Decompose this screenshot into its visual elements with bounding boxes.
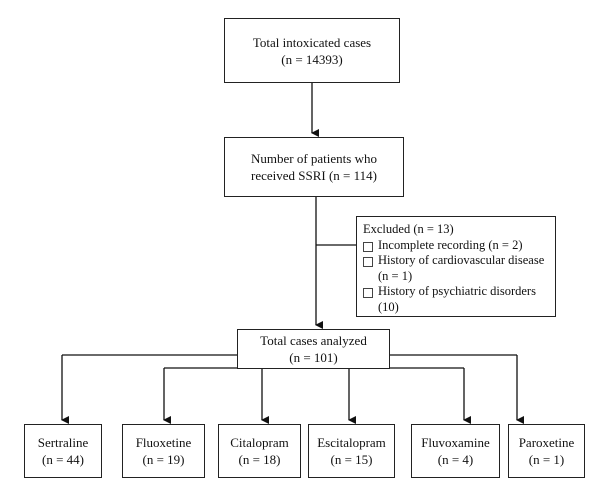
drug-box-sertraline: Sertraline (n = 44) bbox=[24, 424, 102, 478]
total-cases-count: (n = 14393) bbox=[281, 51, 343, 67]
drug-name: Paroxetine bbox=[518, 435, 575, 450]
drug-name: Fluvoxamine bbox=[421, 435, 490, 450]
excluded-item-detail: (n = 1) bbox=[378, 268, 413, 283]
drug-count: (n = 44) bbox=[42, 452, 84, 467]
drug-name: Sertraline bbox=[37, 435, 89, 450]
excluded-item: History of cardiovascular disease bbox=[363, 253, 549, 269]
drug-count: (n = 19) bbox=[142, 452, 185, 467]
excluded-item-label: History of psychiatric disorders bbox=[378, 284, 536, 298]
excluded-item-detail: (10) bbox=[378, 299, 399, 314]
checkbox-icon bbox=[363, 257, 373, 267]
checkbox-icon bbox=[363, 288, 373, 298]
excluded-title: Excluded (n = 13) bbox=[363, 222, 454, 236]
drug-name: Fluoxetine bbox=[135, 435, 192, 450]
total-cases-box: Total intoxicated cases (n = 14393) bbox=[224, 18, 400, 83]
checkbox-icon bbox=[363, 241, 373, 252]
drug-count: (n = 4) bbox=[437, 452, 474, 467]
excluded-item: Incomplete recording (n = 2) bbox=[363, 238, 549, 254]
drug-name: Escitalopram bbox=[317, 435, 386, 450]
drug-box-paroxetine: Paroxetine (n = 1) bbox=[508, 424, 585, 478]
analyzed-cases-count: (n = 101) bbox=[289, 350, 338, 365]
drug-name: Citalopram bbox=[230, 435, 289, 450]
drug-box-fluoxetine: Fluoxetine (n = 19) bbox=[122, 424, 205, 478]
total-cases-title: Total intoxicated cases bbox=[252, 34, 372, 50]
drug-count: (n = 1) bbox=[528, 452, 565, 467]
analyzed-cases-box: Total cases analyzed (n = 101) bbox=[237, 329, 390, 369]
excluded-item-label: Incomplete recording (n = 2) bbox=[378, 237, 523, 252]
analyzed-cases-title: Total cases analyzed bbox=[260, 333, 367, 348]
drug-count: (n = 15) bbox=[330, 452, 373, 467]
ssri-patients-line1: Number of patients who bbox=[250, 151, 377, 166]
drug-box-fluvoxamine: Fluvoxamine (n = 4) bbox=[411, 424, 500, 478]
excluded-item: History of psychiatric disorders bbox=[363, 284, 549, 300]
ssri-patients-line2: received SSRI (n = 114) bbox=[251, 168, 377, 183]
excluded-item-label: History of cardiovascular disease bbox=[378, 253, 545, 267]
drug-count: (n = 18) bbox=[238, 452, 281, 467]
ssri-patients-box: Number of patients who received SSRI (n … bbox=[224, 137, 404, 197]
drug-box-escitalopram: Escitalopram (n = 15) bbox=[308, 424, 395, 478]
excluded-box: Excluded (n = 13) Incomplete recording (… bbox=[356, 216, 556, 317]
drug-box-citalopram: Citalopram (n = 18) bbox=[218, 424, 301, 478]
